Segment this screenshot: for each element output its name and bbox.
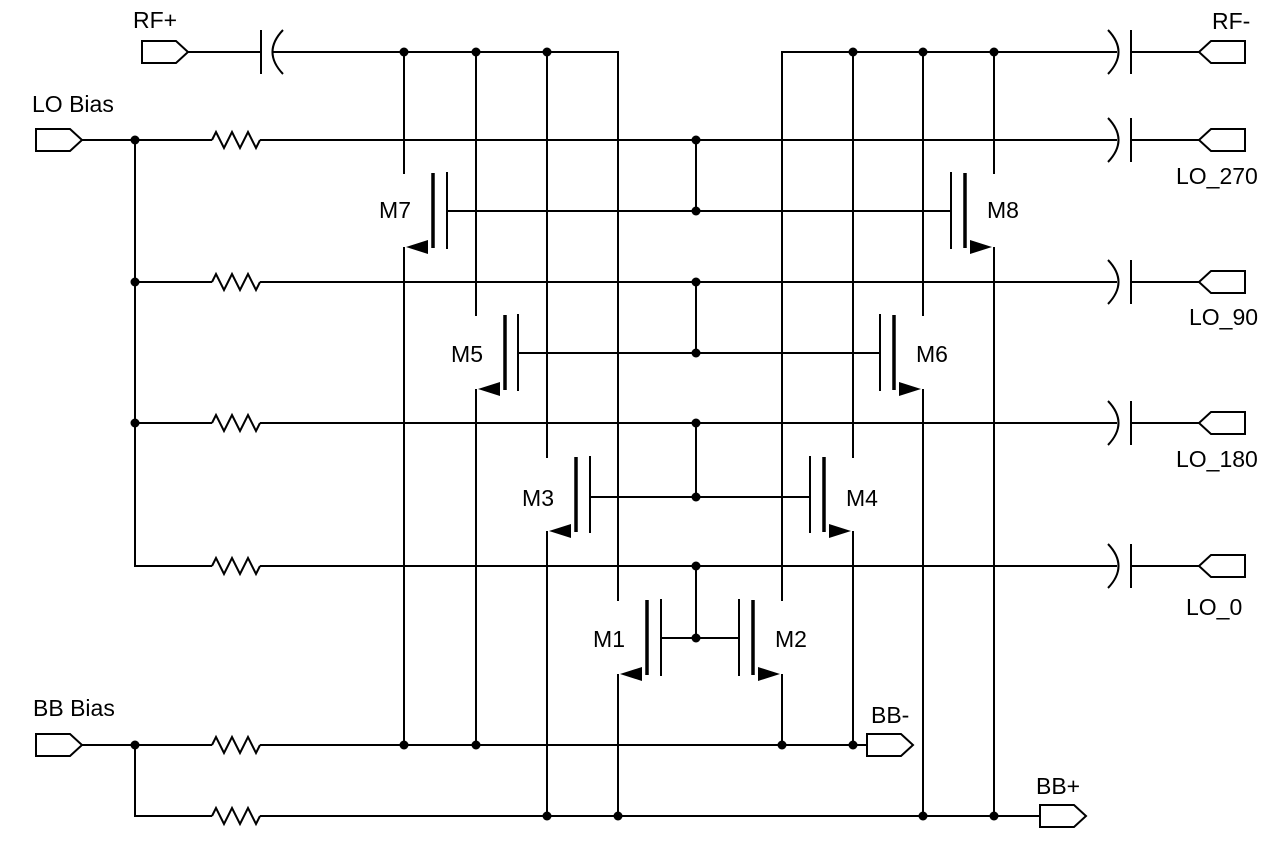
junction-dot xyxy=(691,206,701,216)
m4-source-arrow xyxy=(829,524,851,538)
capacitor-lo270 xyxy=(1107,117,1132,163)
junction-dot xyxy=(130,277,140,287)
junction-dot xyxy=(471,47,481,57)
wire-lo-bias-vertical xyxy=(134,140,212,567)
resistor-lo270 xyxy=(211,129,261,151)
transistor-m2: M2 xyxy=(738,599,807,681)
m5-source-arrow xyxy=(478,382,500,396)
transistor-m8: M8 xyxy=(950,172,1019,254)
label-lo-90: LO_90 xyxy=(1189,304,1258,330)
wire-bb-bias-vertical xyxy=(134,745,212,817)
m8-source-arrow xyxy=(970,240,992,254)
m6-source-arrow xyxy=(899,382,921,396)
junction-dot xyxy=(989,47,999,57)
label-bb-minus: BB- xyxy=(871,702,909,728)
junction-dots xyxy=(130,47,999,821)
transistor-m7: M7 xyxy=(379,172,448,254)
transistors: M7 M5 M3 M1 M2 xyxy=(379,172,1019,681)
resistor-lo0 xyxy=(211,555,261,577)
junction-dot xyxy=(130,418,140,428)
junction-dot xyxy=(471,740,481,750)
port-rf-minus xyxy=(1197,40,1246,64)
label-rf-plus: RF+ xyxy=(133,7,177,33)
junction-dot xyxy=(989,811,999,821)
resistor-bb-minus xyxy=(211,734,261,756)
m1-label: M1 xyxy=(593,626,625,652)
port-bb-minus xyxy=(866,733,915,757)
wire-rf-minus-rail xyxy=(781,51,1117,601)
junction-dot xyxy=(918,47,928,57)
port-lo-270 xyxy=(1197,128,1246,152)
junction-dot xyxy=(542,47,552,57)
transistor-m6: M6 xyxy=(879,314,948,396)
junction-dot xyxy=(691,418,701,428)
capacitor-rf-plus xyxy=(260,29,284,75)
junction-dot xyxy=(399,47,409,57)
junction-dot xyxy=(130,135,140,145)
m7-source-arrow xyxy=(406,240,428,254)
m1-source-arrow xyxy=(620,667,642,681)
junction-dot xyxy=(691,277,701,287)
m2-source-arrow xyxy=(758,667,780,681)
port-labels: RF+ LO Bias BB Bias RF- LO_270 LO_90 LO_… xyxy=(32,7,1258,799)
label-lo-0: LO_0 xyxy=(1186,594,1242,620)
resistor-lo90 xyxy=(211,271,261,293)
capacitor-lo180 xyxy=(1107,400,1132,446)
m4-label: M4 xyxy=(846,485,878,511)
capacitor-lo0 xyxy=(1107,543,1132,589)
junction-dot xyxy=(691,633,701,643)
ports xyxy=(35,40,1246,828)
capacitor-lo90 xyxy=(1107,259,1132,305)
bias-resistors xyxy=(211,129,261,827)
wires xyxy=(82,51,1199,817)
m2-label: M2 xyxy=(775,626,807,652)
junction-dot xyxy=(777,740,787,750)
port-lo-bias xyxy=(35,128,84,152)
port-lo-0 xyxy=(1197,554,1246,578)
label-bb-bias: BB Bias xyxy=(33,695,115,721)
port-bb-bias xyxy=(35,733,84,757)
transistor-m1: M1 xyxy=(593,599,662,681)
label-lo-180: LO_180 xyxy=(1176,446,1258,472)
junction-dot xyxy=(691,492,701,502)
m7-label: M7 xyxy=(379,197,411,223)
label-lo-bias: LO Bias xyxy=(32,91,114,117)
transistor-m4: M4 xyxy=(809,456,878,538)
junction-dot xyxy=(691,135,701,145)
junction-dot xyxy=(848,47,858,57)
port-rf-plus xyxy=(141,40,190,64)
junction-dot xyxy=(691,348,701,358)
junction-dot xyxy=(918,811,928,821)
coupling-capacitors xyxy=(260,29,1132,589)
junction-dot xyxy=(691,561,701,571)
port-lo-90 xyxy=(1197,270,1246,294)
port-bb-plus xyxy=(1039,804,1088,828)
wire-rf-plus-rail xyxy=(272,51,619,601)
m6-label: M6 xyxy=(916,341,948,367)
junction-dot xyxy=(130,740,140,750)
label-rf-minus: RF- xyxy=(1212,8,1250,34)
port-lo-180 xyxy=(1197,411,1246,435)
label-lo-270: LO_270 xyxy=(1176,163,1258,189)
m8-label: M8 xyxy=(987,197,1019,223)
junction-dot xyxy=(613,811,623,821)
m5-label: M5 xyxy=(451,341,483,367)
label-bb-plus: BB+ xyxy=(1036,773,1080,799)
m3-label: M3 xyxy=(522,485,554,511)
transistor-m5: M5 xyxy=(451,314,519,396)
resistor-lo180 xyxy=(211,412,261,434)
m3-source-arrow xyxy=(549,524,571,538)
resistor-bb-plus xyxy=(211,805,261,827)
junction-dot xyxy=(848,740,858,750)
junction-dot xyxy=(399,740,409,750)
junction-dot xyxy=(542,811,552,821)
transistor-m3: M3 xyxy=(522,456,591,538)
capacitor-rf-minus xyxy=(1107,29,1132,75)
